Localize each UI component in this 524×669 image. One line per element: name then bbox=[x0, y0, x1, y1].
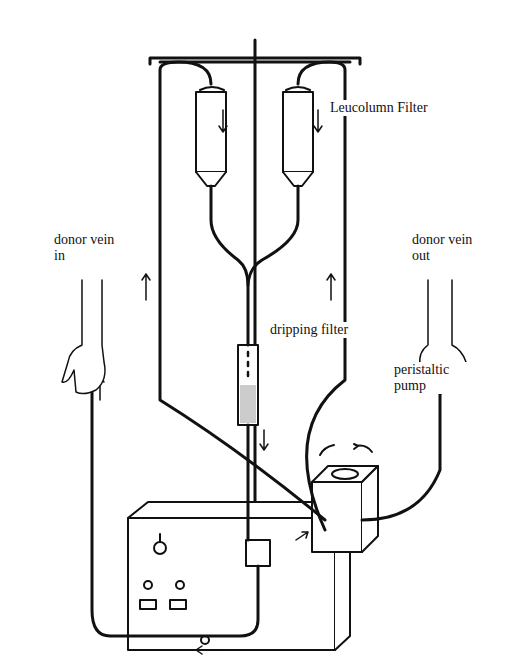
flow-arrow bbox=[96, 110, 440, 654]
pump-head bbox=[312, 444, 378, 552]
tubing bbox=[92, 62, 440, 636]
part-label: peristaltic pump bbox=[392, 362, 474, 394]
stand-pole bbox=[254, 40, 257, 505]
drip-chamber bbox=[238, 345, 258, 425]
part-label: donor vein out bbox=[410, 232, 488, 264]
leucolumn-filter bbox=[196, 87, 313, 186]
part-label: donor vein in bbox=[52, 232, 126, 264]
tube-clamp bbox=[246, 540, 270, 566]
part-label: dripping filter bbox=[268, 322, 350, 338]
part-label: Leucolumn Filter bbox=[328, 100, 430, 116]
